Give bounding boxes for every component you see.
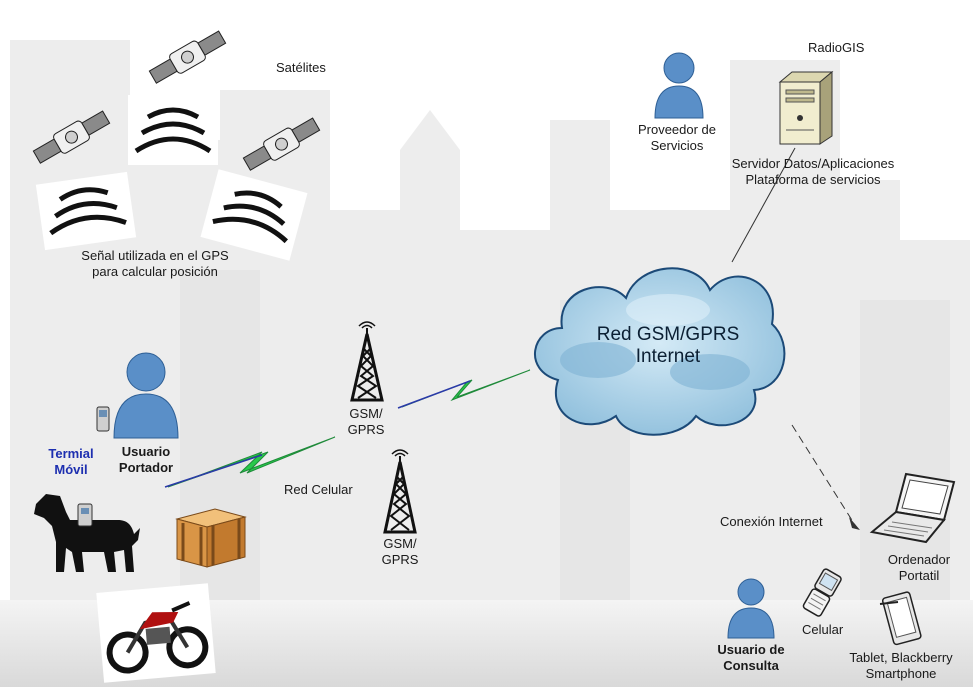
carrier-user-label: Usuario Portador	[108, 444, 184, 476]
query-user-label-line2: Consulta	[723, 658, 779, 673]
satellite-icon	[32, 110, 111, 164]
cloud-label-line1: Red GSM/GPRS	[596, 324, 740, 345]
tower2-label: GSM/ GPRS	[370, 536, 430, 568]
cloud-label: Red GSM/GPRS Internet	[568, 324, 768, 368]
carrier-user-label-line2: Portador	[118, 460, 174, 475]
server-label-line2: Plataforma de servicios	[745, 172, 881, 187]
link-cloud-server	[731, 147, 796, 263]
tablet-label-line2: Smartphone	[865, 666, 937, 681]
tower1-label-line1: GSM/	[349, 406, 383, 421]
tower2-label-line2: GPRS	[381, 552, 419, 567]
server-icon	[778, 70, 834, 145]
query-user-label-line1: Usuario de	[717, 642, 785, 657]
gps-signal-icon	[35, 171, 137, 251]
lightning-link-terminal-tower	[167, 436, 336, 488]
cloud-label-line2: Internet	[635, 346, 701, 367]
cellular-network-label: Red Celular	[284, 482, 353, 497]
carrier-user-label-line1: Usuario	[121, 444, 171, 459]
server-label-line1: Servidor Datos/Aplicaciones	[731, 156, 895, 171]
cellphone-icon	[802, 568, 842, 617]
cell-tower-icon	[383, 449, 417, 534]
link-cloud-devices-dashed	[791, 424, 856, 526]
satellite-icon	[242, 117, 321, 171]
gsm-internet-cloud-icon	[533, 267, 786, 436]
laptop-label-line1: Ordenador	[887, 552, 951, 567]
gps-signal-label: Señal utilizada en el GPS para calcular …	[70, 248, 240, 280]
satellite-icon	[148, 30, 227, 84]
laptop-icon	[869, 472, 956, 544]
tower2-label-line1: GSM/	[383, 536, 417, 551]
cell-tower-icon	[350, 321, 384, 402]
lightning-link-tower-cloud	[401, 369, 531, 408]
provider-label-line1: Proveedor de	[637, 122, 717, 137]
laptop-label: Ordenador Portatil	[872, 552, 966, 584]
tablet-label: Tablet, Blackberry Smartphone	[836, 650, 966, 682]
person-query-icon	[727, 578, 775, 639]
person-carrier-icon	[113, 352, 179, 439]
tower1-label: GSM/ GPRS	[336, 406, 396, 438]
person-provider-icon	[654, 52, 704, 119]
satellites-label: Satélites	[276, 60, 326, 75]
mobile-terminal-label-line2: Móvil	[54, 462, 88, 477]
gps-signal-icon	[200, 169, 308, 261]
query-user-label: Usuario de Consulta	[708, 642, 794, 674]
server-label: Servidor Datos/Aplicaciones Plataforma d…	[718, 156, 908, 188]
tablet-icon	[879, 591, 922, 646]
gps-signal-icon	[128, 95, 218, 165]
gps-signal-label-line1: Señal utilizada en el GPS	[81, 248, 229, 263]
motorcycle-icon	[96, 583, 216, 683]
radiogis-label: RadioGIS	[808, 40, 865, 55]
internet-connection-label: Conexión Internet	[720, 514, 823, 529]
laptop-label-line2: Portatil	[898, 568, 940, 583]
provider-label-line2: Servicios	[650, 138, 704, 153]
cellphone-label: Celular	[802, 622, 844, 637]
mobile-terminal-label: Termial Móvil	[46, 446, 96, 478]
gps-signal-label-line2: para calcular posición	[92, 264, 218, 279]
mobile-terminal-label-line1: Termial	[48, 446, 94, 461]
package-box-icon	[175, 508, 247, 568]
tablet-label-line1: Tablet, Blackberry	[849, 650, 953, 665]
provider-label: Proveedor de Servicios	[622, 122, 732, 154]
dog-icon	[34, 494, 140, 572]
tower1-label-line2: GPRS	[347, 422, 385, 437]
mobile-phone-icon	[96, 406, 110, 432]
